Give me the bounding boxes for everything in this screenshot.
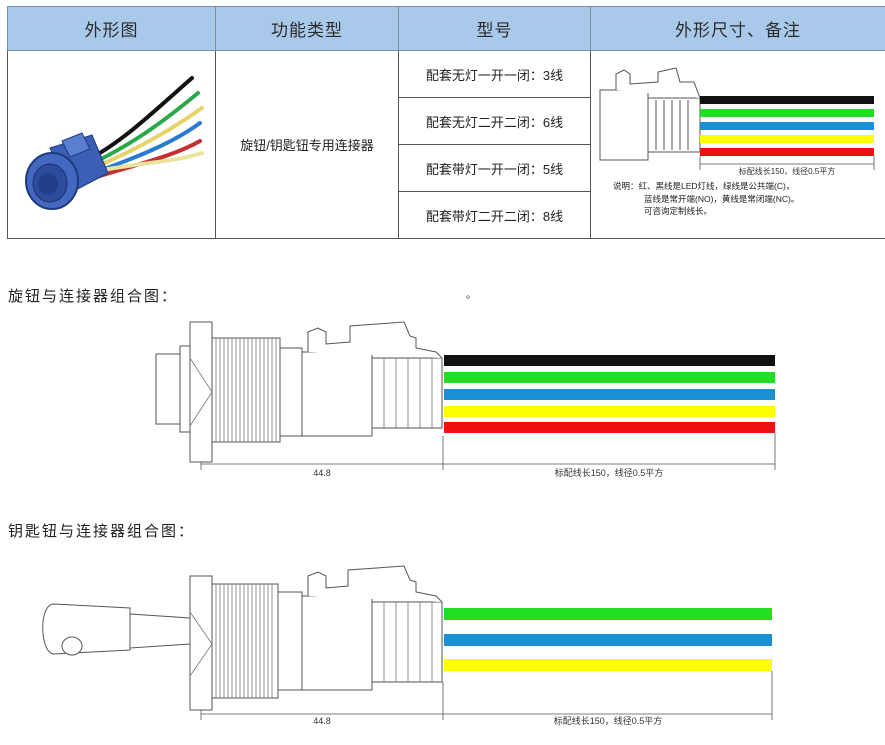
key-bezel — [189, 575, 213, 711]
connector-sleeve — [371, 357, 443, 429]
small-wire-red — [700, 148, 874, 156]
knob-thread — [211, 337, 281, 443]
note-line: 蓝线是常开端(NO)，黄线是常闭端(NC)。 — [644, 193, 800, 204]
wire-blue — [444, 389, 775, 400]
connector-body — [301, 595, 373, 691]
wire-green — [444, 372, 775, 383]
knob-cap — [155, 353, 181, 425]
key-hole — [61, 636, 83, 656]
wire-black — [444, 355, 775, 366]
key-switch-assembly-drawing: 44.8 标配线长150，线径0.5平方 — [42, 565, 773, 726]
dim-wire-label: 标配线长150，线径0.5平方 — [555, 467, 664, 478]
connector-sleeve — [371, 601, 443, 683]
header-function-type: 功能类型 — [215, 6, 399, 51]
note-line: 可咨询定制线长。 — [644, 206, 713, 216]
connector-body — [301, 351, 373, 437]
small-dim-label: 标配线长150，线径0.5平方 — [739, 166, 835, 176]
spec-table: 外形图 功能类型 型号 外形尺寸、备注 — [7, 6, 885, 239]
table-row: 配套无灯二开二闭：6线 — [8, 97, 885, 145]
header-dimensions-notes: 外形尺寸、备注 — [590, 6, 885, 51]
small-connector-sleeve — [647, 97, 701, 153]
photo-connector-body — [24, 132, 109, 210]
wire-yellow — [444, 406, 775, 417]
dim-wire-label: 标配线长150，线径0.5平方 — [554, 715, 663, 726]
dim-length-label: 44.8 — [313, 468, 331, 478]
small-wire-blue — [700, 122, 874, 130]
table-row: 配套带灯一开一闭：5线 — [8, 144, 885, 192]
model-cell: 配套无灯二开二闭：6线 — [398, 97, 591, 145]
model-cell: 配套带灯二开二闭：8线 — [398, 191, 591, 239]
section1-title: 旋钮与连接器组合图： — [8, 288, 179, 305]
header-appearance: 外形图 — [7, 6, 216, 51]
wire-green — [444, 608, 772, 620]
table-row: 配套带灯二开二闭：8线 — [8, 191, 885, 239]
note-line: 说明：红、黑线是LED灯线，绿线是公共端(C)， — [613, 181, 795, 191]
small-connector-latch — [615, 67, 701, 99]
small-wire-yellow — [700, 135, 874, 143]
connector-photo — [24, 76, 204, 210]
wire-note: 说明：红、黑线是LED灯线，绿线是公共端(C)， 蓝线是常开端(NO)，黄线是常… — [613, 180, 799, 218]
knob-base — [279, 347, 303, 437]
small-connector-drawing: 标配线长150，线径0.5平方 — [599, 67, 875, 176]
function-type-cell: 旋钮/钥匙钮专用连接器 — [215, 50, 399, 239]
header-model: 型号 — [398, 6, 591, 51]
dim-length-label: 44.8 — [313, 716, 331, 726]
wire-red — [444, 422, 775, 433]
wire-yellow — [444, 659, 772, 671]
stray-mark: 。 — [466, 290, 476, 301]
knob-assembly-drawing: 44.8 标配线长150，线径0.5平方 — [155, 321, 776, 478]
model-cell: 配套带灯一开一闭：5线 — [398, 144, 591, 192]
knob-bezel — [189, 321, 213, 463]
connector-latch — [307, 565, 443, 603]
small-connector-body — [599, 89, 649, 161]
small-wire-green — [700, 109, 874, 117]
dimension-lines — [200, 433, 776, 470]
section2-title: 钥匙钮与连接器组合图： — [8, 523, 196, 540]
connector-photo-cell — [7, 50, 216, 239]
model-cell: 配套无灯一开一闭：3线 — [398, 50, 591, 98]
table-header-row: 外形图 功能类型 型号 外形尺寸、备注 — [7, 6, 885, 51]
key-head — [42, 603, 131, 655]
connector-latch — [307, 321, 443, 359]
small-wire-black — [700, 96, 874, 104]
dimension-lines — [200, 671, 773, 720]
wire-blue — [444, 634, 772, 646]
key-base — [277, 591, 303, 691]
key-shank — [129, 613, 191, 649]
